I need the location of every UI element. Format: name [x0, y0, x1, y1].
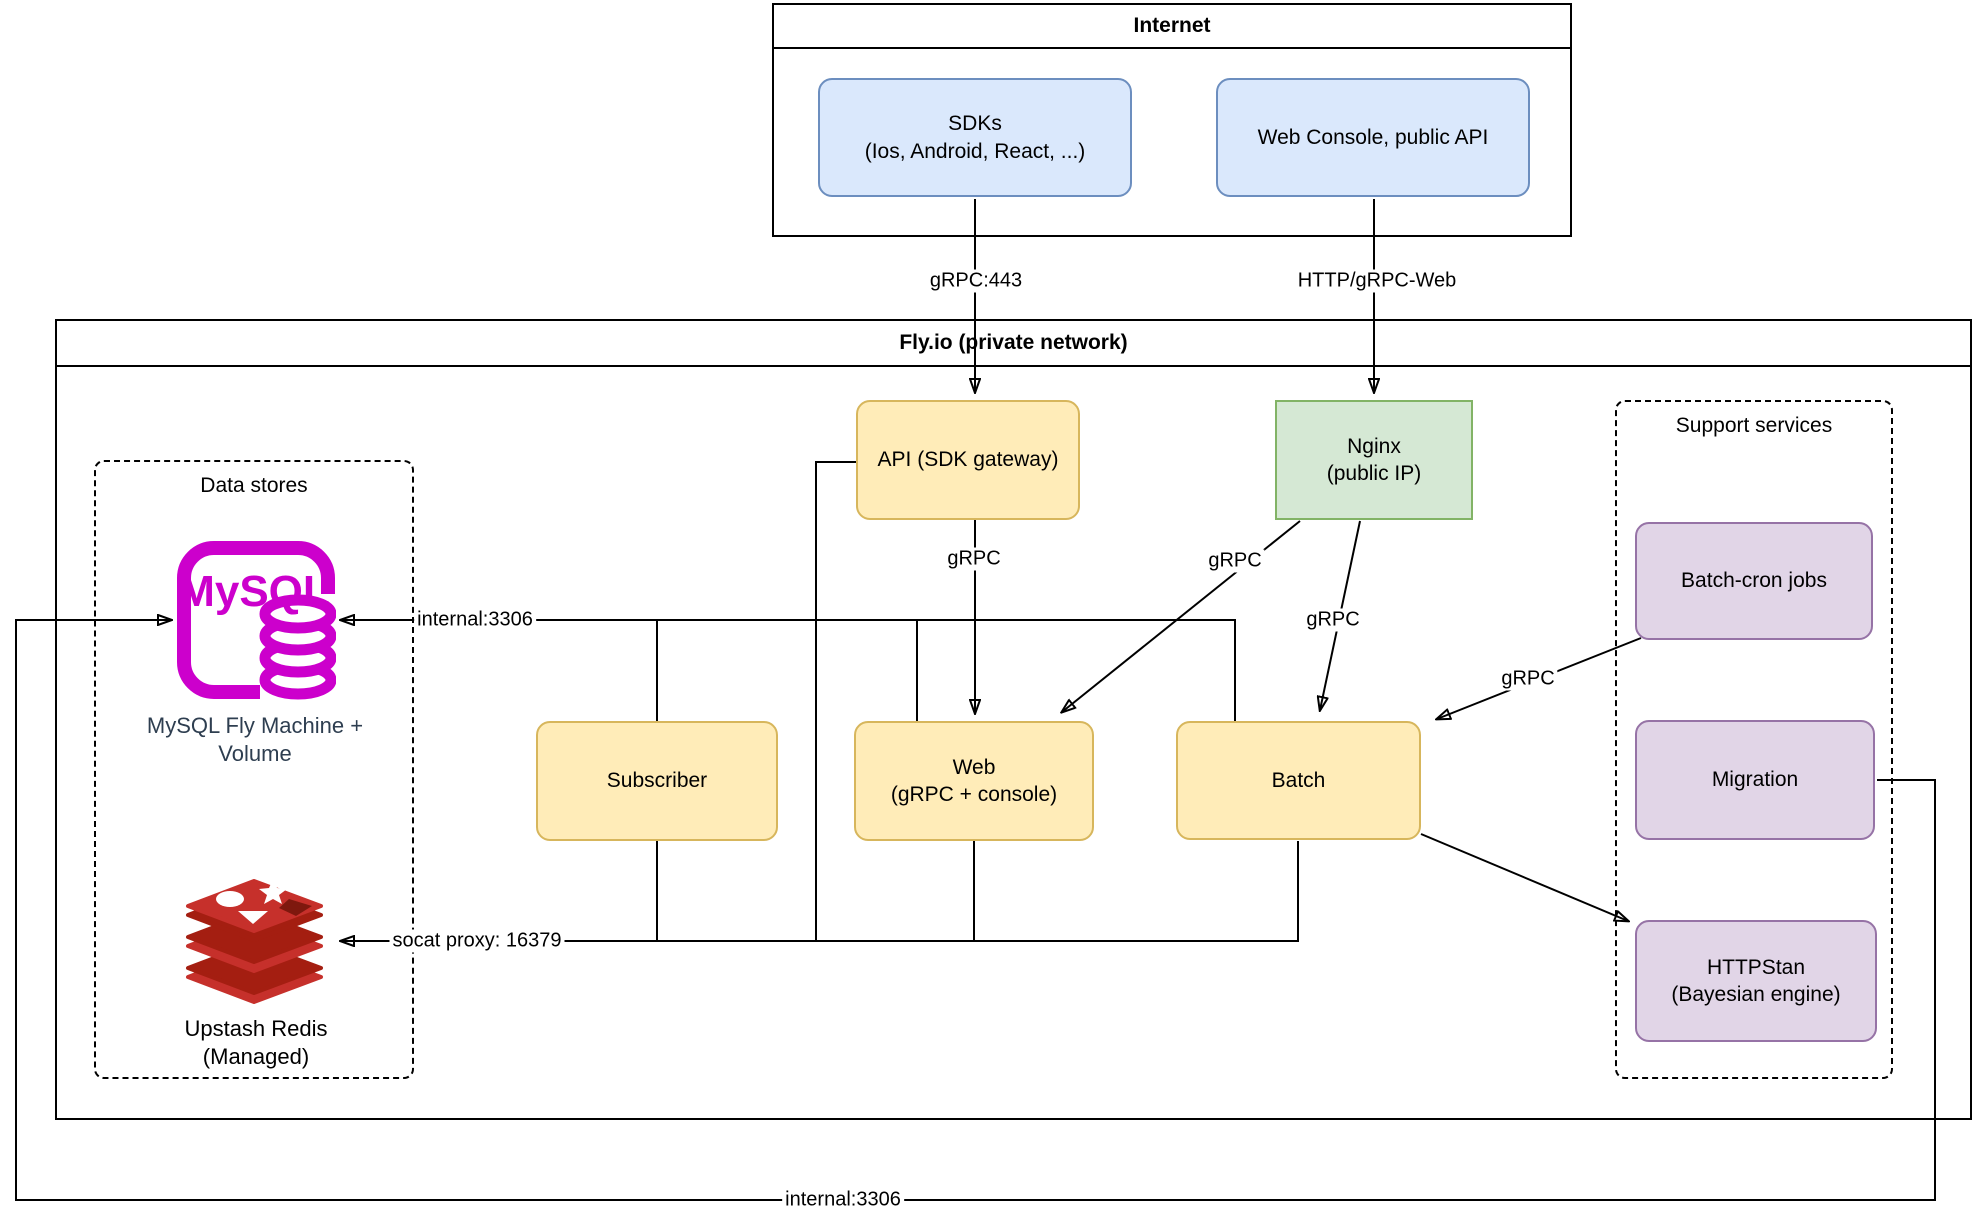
edge-label-socat-proxy: socat proxy: 16379: [389, 929, 565, 953]
redis-discs: [186, 879, 323, 1004]
redis-caption-line1: Upstash Redis: [184, 1016, 328, 1041]
redis-disc-shapes: [216, 879, 312, 924]
node-sdks: SDKs (Ios, Android, React, ...): [818, 78, 1132, 197]
node-sdks-line1: SDKs: [948, 112, 1002, 136]
edge-api-to-redis-line: [815, 461, 856, 941]
node-sdks-line2: (Ios, Android, React, ...): [864, 139, 1086, 163]
node-web-line1: Web: [952, 755, 996, 779]
node-batch-cron-jobs-label: Batch-cron jobs: [1681, 569, 1827, 593]
internet-title: Internet: [774, 5, 1570, 49]
node-nginx-line2: (public IP): [1326, 462, 1422, 485]
node-nginx-line1: Nginx: [1347, 434, 1401, 458]
node-web-console-label: Web Console, public API: [1257, 125, 1489, 149]
mysql-icon: MySQL: [177, 541, 337, 700]
mysql-caption-line2: Volume: [218, 740, 292, 766]
redis-star: [259, 879, 287, 904]
redis-notch: [279, 899, 312, 916]
support-services-group: Support services: [1615, 400, 1893, 1079]
support-services-title: Support services: [1675, 414, 1833, 437]
internet-container: Internet: [772, 3, 1572, 237]
node-httpstan-line2: (Bayesian engine): [1671, 983, 1841, 1006]
redis-caption-line2: (Managed): [202, 1043, 310, 1069]
node-batch-label: Batch: [1271, 768, 1326, 792]
edge-batch-to-httpstan: [1420, 833, 1628, 921]
flyio-title: Fly.io (private network): [57, 321, 1970, 367]
edge-batch-to-mysql: [341, 620, 1236, 722]
node-web-line2: (gRPC + console): [890, 783, 1058, 806]
node-migration-label: Migration: [1711, 768, 1799, 792]
redis-caption: Upstash Redis (Managed): [156, 1015, 356, 1070]
edge-label-grpc-cron-batch: gRPC: [1498, 667, 1558, 691]
mysql-logo-text: MySQL: [178, 567, 330, 616]
mysql-cylinder: [259, 594, 337, 700]
node-httpstan: HTTPStan (Bayesian engine): [1635, 920, 1877, 1042]
edge-label-grpc-nginx-web: gRPC: [1205, 549, 1265, 573]
edge-batch-to-redis: [341, 841, 1299, 941]
edge-label-grpc-443: gRPC:443: [926, 269, 1026, 293]
edge-label-grpc-nginx-batch: gRPC: [1303, 608, 1363, 632]
edge-label-grpc-api-web: gRPC: [944, 547, 1004, 571]
redis-triangle: [238, 911, 268, 924]
node-web-console: Web Console, public API: [1216, 78, 1530, 197]
data-stores-group: Data stores: [94, 460, 414, 1079]
node-migration: Migration: [1635, 720, 1875, 840]
node-subscriber-label: Subscriber: [606, 769, 708, 793]
node-api-gateway-label: API (SDK gateway): [877, 448, 1059, 472]
mysql-caption-line1: MySQL Fly Machine +: [146, 713, 364, 738]
edge-migration-to-mysql: [15, 620, 1936, 1201]
node-batch-cron-jobs: Batch-cron jobs: [1635, 522, 1873, 640]
node-httpstan-line1: HTTPStan: [1706, 955, 1806, 979]
mysql-caption: MySQL Fly Machine + Volume: [125, 712, 385, 767]
data-stores-title: Data stores: [200, 474, 308, 497]
edge-label-internal-3306-bottom: internal:3306: [782, 1188, 904, 1212]
node-web: Web (gRPC + console): [854, 721, 1094, 841]
edge-label-http-grpc-web: HTTP/gRPC-Web: [1294, 269, 1460, 293]
node-api-gateway: API (SDK gateway): [856, 400, 1080, 520]
node-nginx: Nginx (public IP): [1275, 400, 1473, 520]
flyio-container: Fly.io (private network): [55, 319, 1972, 1120]
node-subscriber: Subscriber: [536, 721, 778, 841]
redis-icon: [186, 879, 323, 1004]
redis-circle: [216, 891, 244, 907]
node-batch: Batch: [1176, 721, 1421, 840]
edge-label-internal-3306-top: internal:3306: [414, 608, 536, 632]
